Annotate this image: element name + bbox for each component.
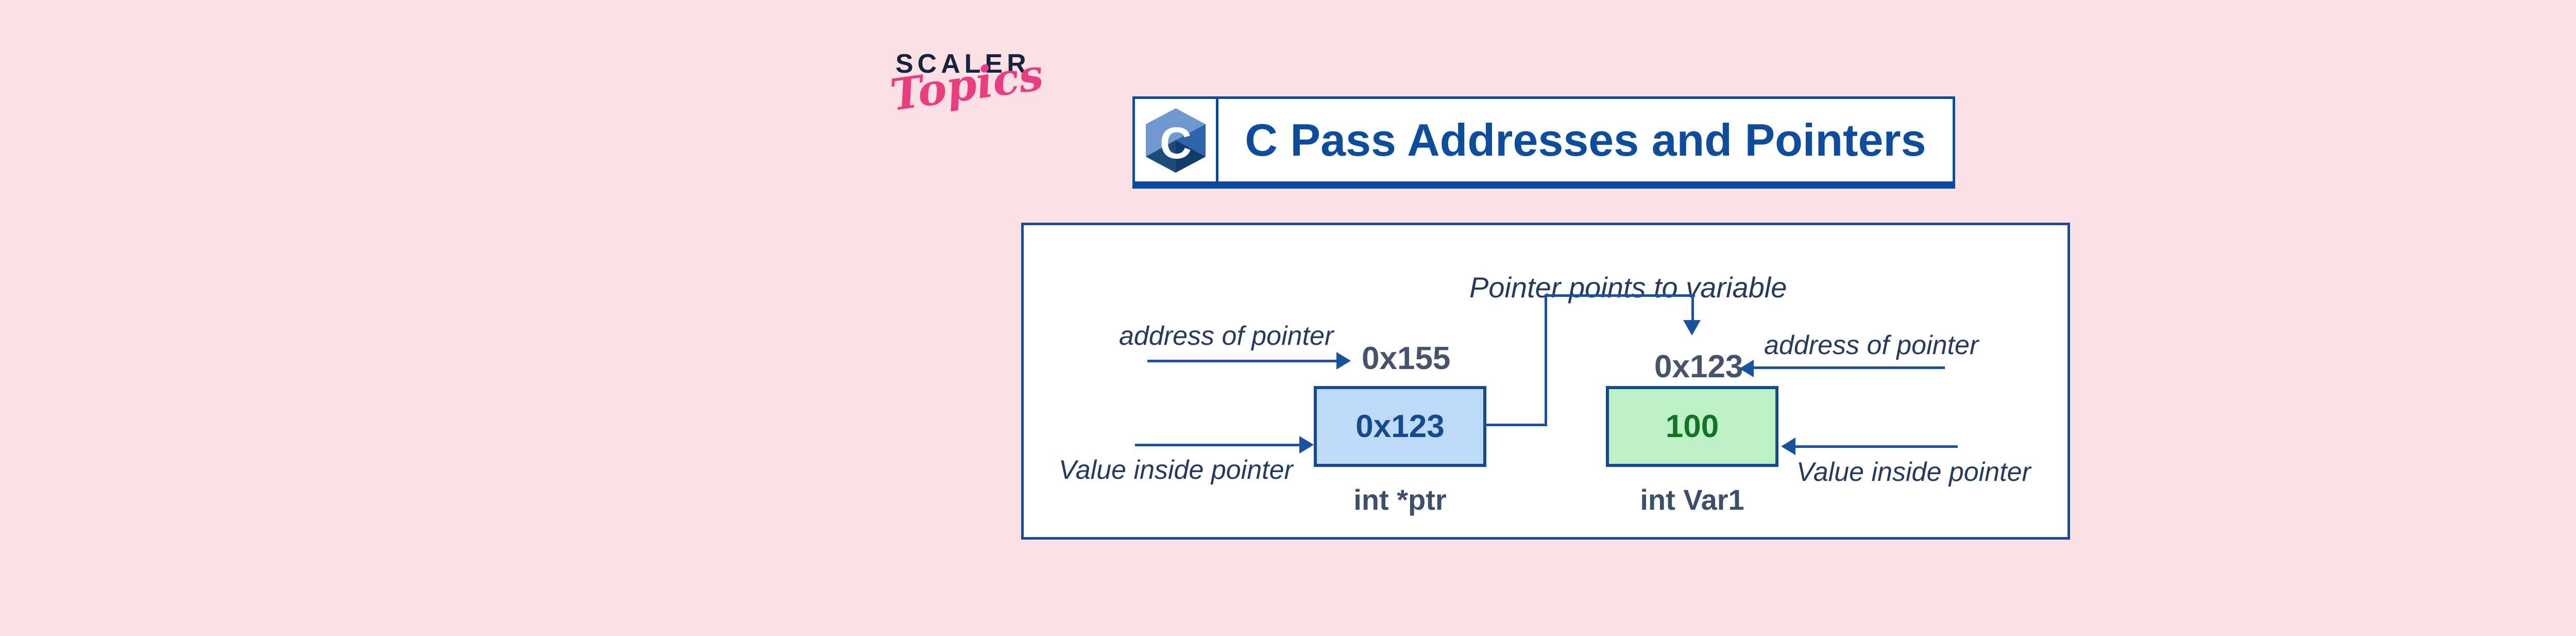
variable-address-arrowhead-left-icon <box>1739 360 1754 377</box>
pointer-address-label: address of pointer <box>1119 321 1334 351</box>
variable-memory-box: 100 <box>1606 386 1778 467</box>
variable-value-label: Value inside pointer <box>1797 457 2031 487</box>
pointer-value-arrow-line <box>1135 444 1299 446</box>
connector-top-line <box>1545 294 1695 297</box>
title-banner: C C Pass Addresses and Pointers <box>1132 96 1955 189</box>
pointer-address-arrow-line <box>1147 360 1336 362</box>
connector-stub-line <box>1486 424 1547 426</box>
c-logo-cell: C <box>1135 99 1218 181</box>
pointer-box-caption: int *ptr <box>1353 483 1447 516</box>
pointer-address-arrowhead-right-icon <box>1336 352 1351 370</box>
scaler-brand-wordmark: SCALER <box>895 49 1030 79</box>
pointer-value-label: Value inside pointer <box>1059 455 1293 485</box>
pointer-box-value: 0x123 <box>1355 409 1445 444</box>
c-letter: C <box>1159 119 1191 168</box>
variable-address-arrow-line <box>1754 366 1945 369</box>
title-cell: C Pass Addresses and Pointers <box>1218 99 1953 181</box>
variable-address-value: 0x123 <box>1654 349 1743 384</box>
pointer-value-arrowhead-right-icon <box>1299 436 1314 454</box>
variable-box-value: 100 <box>1665 409 1719 444</box>
connector-arrowhead-down-icon <box>1683 320 1701 336</box>
connector-up-line <box>1545 294 1547 426</box>
pointer-note-label: Pointer points to variable <box>1469 271 1787 304</box>
page-title: C Pass Addresses and Pointers <box>1245 114 1926 165</box>
variable-box-caption: int Var1 <box>1640 483 1744 516</box>
connector-drop-line <box>1691 294 1694 321</box>
c-language-icon: C <box>1145 108 1206 173</box>
variable-value-arrow-line <box>1795 445 1958 448</box>
pointer-memory-box: 0x123 <box>1314 386 1486 467</box>
pointer-address-value: 0x155 <box>1362 341 1451 376</box>
variable-value-arrowhead-left-icon <box>1781 438 1795 455</box>
variable-address-label: address of pointer <box>1764 330 1979 360</box>
